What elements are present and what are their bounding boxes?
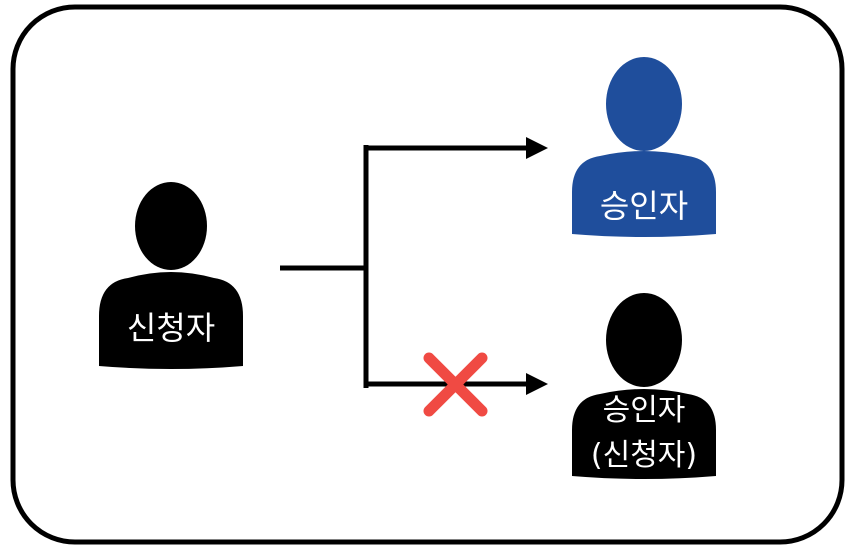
approver-head [606, 57, 682, 151]
upper-arrowhead-icon [526, 137, 548, 159]
diagram-frame [10, 4, 845, 545]
approver-person-icon [572, 57, 716, 237]
applicant-body [99, 272, 243, 369]
branch-connector [280, 145, 528, 388]
approver-body [572, 151, 716, 237]
approver-label: 승인자 [600, 187, 688, 225]
x-mark-icon [423, 352, 488, 417]
self-approver-person-icon [572, 293, 716, 479]
applicant-head [135, 182, 207, 270]
applicant-person-icon [99, 182, 243, 369]
self-approver-label-line2: (신청자) [591, 438, 697, 473]
self-approver-head [606, 293, 682, 387]
self-approver-body [572, 389, 716, 479]
lower-arrowhead-icon [526, 373, 548, 395]
applicant-label: 신청자 [127, 309, 215, 347]
self-approver-label-line1: 승인자 [603, 393, 686, 428]
